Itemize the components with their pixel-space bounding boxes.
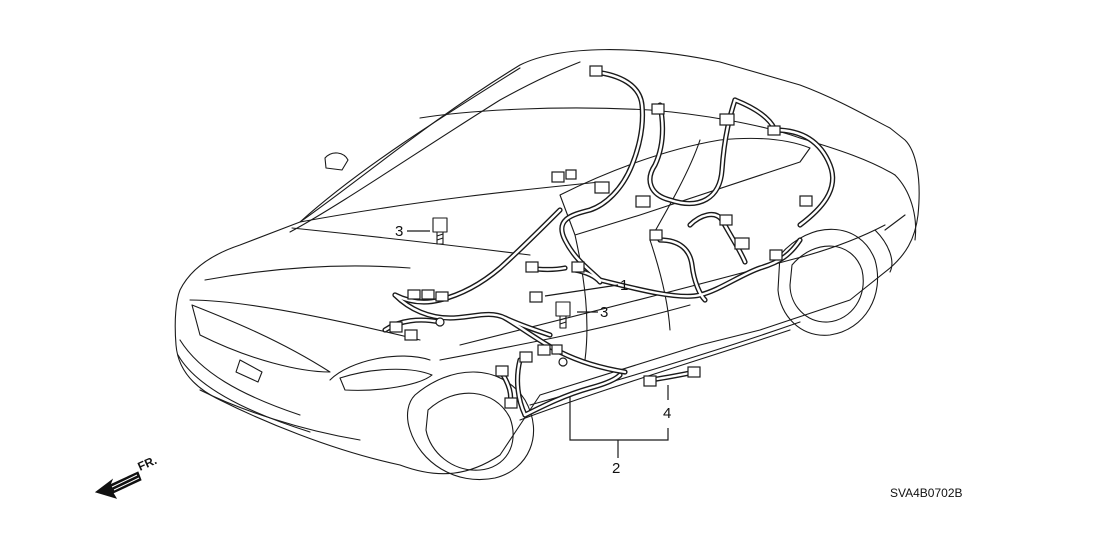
callout-part-1: 1 xyxy=(620,277,628,294)
diagram-code: SVA4B0702B xyxy=(890,486,963,500)
callout-part-2: 2 xyxy=(612,460,620,477)
callout-part-3-right: 3 xyxy=(600,304,608,321)
callout-part-3-left: 3 xyxy=(395,223,403,240)
callout-part-4: 4 xyxy=(663,405,671,422)
front-direction-label: FR. xyxy=(136,453,159,474)
harness-connectors xyxy=(389,65,813,409)
arrow-left-icon xyxy=(94,471,142,499)
leader-lines xyxy=(407,230,669,458)
car-body-outline xyxy=(174,49,920,480)
bolt-icon xyxy=(432,217,448,245)
bolt-icon xyxy=(555,301,571,329)
wire-harness xyxy=(382,69,836,418)
